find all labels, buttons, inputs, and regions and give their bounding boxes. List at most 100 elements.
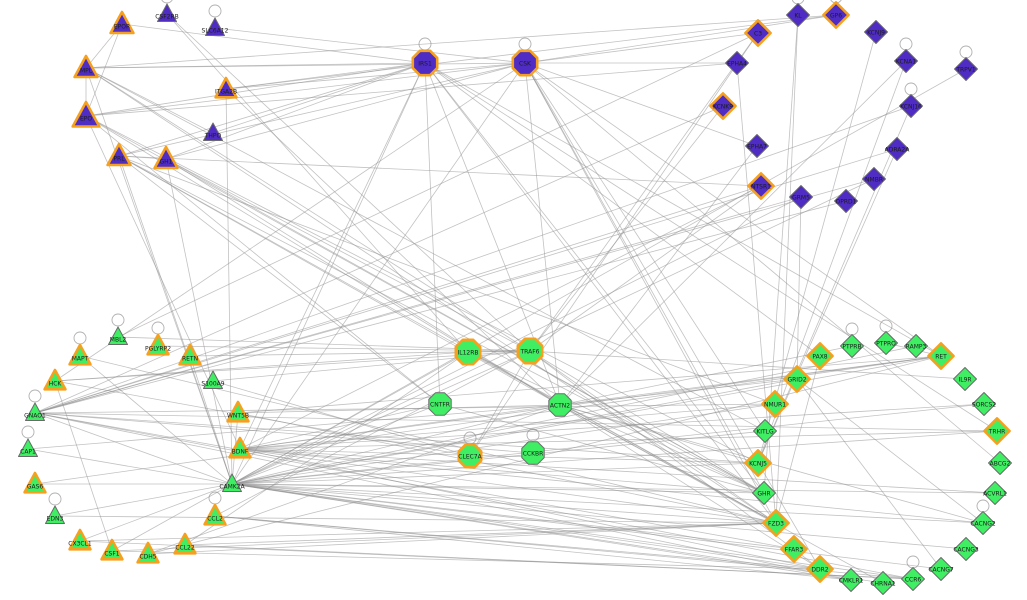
node-MBL2[interactable]: MBL2 xyxy=(108,326,128,345)
edge-IRS1-PAX8 xyxy=(424,62,821,357)
node-CLEC7A[interactable]: CLEC7A xyxy=(457,443,483,469)
node-CCKBR[interactable]: CCKBR xyxy=(521,441,545,465)
octagon-shape xyxy=(511,49,539,77)
diamond-shape xyxy=(864,20,888,44)
node-CAP1[interactable]: CAP1 xyxy=(18,438,38,457)
node-IRS1[interactable]: IRS1 xyxy=(411,49,439,77)
node-CSK[interactable]: CSK xyxy=(511,49,539,77)
node-NMBR[interactable]: NMBR xyxy=(862,167,886,191)
edge-GNAO1-CMKLR1 xyxy=(34,412,852,581)
node-WNT5B[interactable]: WNT5B xyxy=(226,400,250,423)
triangle-shape xyxy=(68,528,92,551)
triangle-shape xyxy=(23,471,47,494)
self-loop-KCNA1 xyxy=(899,37,913,51)
edge-WNT5B-RET xyxy=(237,355,942,414)
triangle-shape xyxy=(71,100,101,128)
octagon-shape xyxy=(428,392,452,416)
node-KCNJ16[interactable]: KCNJ16 xyxy=(899,94,923,118)
octagon-shape xyxy=(548,393,572,417)
node-NTSR1[interactable]: NTSR1 xyxy=(747,172,775,200)
node-GRM5[interactable]: GRM5 xyxy=(789,185,813,209)
edge-CAP1-CAMK2A xyxy=(27,448,233,485)
edge-ACTN2-GRID2 xyxy=(559,378,798,406)
edge-CSK-EPHA7 xyxy=(524,62,758,147)
node-CX3CL1[interactable]: CX3CL1 xyxy=(68,528,92,551)
node-KL[interactable]: KL xyxy=(786,3,810,27)
node-FZD3[interactable]: FZD3 xyxy=(762,509,790,537)
triangle-shape xyxy=(106,142,132,167)
edge-IRS1-CAMK2A xyxy=(231,62,426,485)
node-PTPRB[interactable]: PTPRB xyxy=(840,334,864,358)
node-CACNG2[interactable]: CACNG2 xyxy=(970,511,996,535)
edge-CAMK2A-CACNG3 xyxy=(231,483,967,550)
edge-CDH5-FZD3 xyxy=(147,522,777,555)
node-GRID2[interactable]: GRID2 xyxy=(783,365,811,393)
diamond-shape xyxy=(747,172,775,200)
node-ABCG2[interactable]: ABCG2 xyxy=(988,451,1012,475)
diamond-shape xyxy=(786,3,810,27)
diamond-shape xyxy=(839,568,863,592)
node-PTPRO[interactable]: PTPRO xyxy=(874,331,898,355)
node-CACNG3[interactable]: CACNG3 xyxy=(953,537,979,561)
diamond-shape xyxy=(709,92,737,120)
node-CCL2[interactable]: CCL2 xyxy=(203,503,227,526)
node-GHR[interactable]: GHR xyxy=(752,481,776,505)
edge-BDNF-GHR xyxy=(239,448,765,494)
node-RETN[interactable]: RETN xyxy=(178,343,202,366)
self-loop-KCNJ16 xyxy=(904,82,918,96)
node-MPL[interactable]: MPL xyxy=(73,54,99,79)
diamond-shape xyxy=(904,334,928,358)
edge-SLC6A12-CSK xyxy=(214,27,526,64)
node-MAPT[interactable]: MAPT xyxy=(68,343,92,366)
diamond-shape xyxy=(954,57,978,81)
node-HCK[interactable]: HCK xyxy=(43,368,67,391)
edge-BDNF-KCNJ5 xyxy=(239,448,759,464)
triangle-shape xyxy=(203,503,227,526)
node-CCR6[interactable]: CCR6 xyxy=(901,567,925,591)
triangle-shape xyxy=(173,532,197,555)
node-EPHA4[interactable]: EPHA4 xyxy=(725,51,749,75)
edge-MAPT-CAMK2A xyxy=(79,355,233,485)
node-EPOR[interactable]: EPOR xyxy=(109,10,135,35)
node-TRAF6[interactable]: TRAF6 xyxy=(516,337,544,365)
node-C3[interactable]: C3 xyxy=(744,19,772,47)
diamond-shape xyxy=(927,342,955,370)
node-KCNJ9[interactable]: KCNJ9 xyxy=(864,20,888,44)
triangle-shape xyxy=(68,343,92,366)
edge-EPHA4-FZD3 xyxy=(736,62,777,524)
edge-ACTN2-GHR xyxy=(559,404,765,494)
node-TRHR[interactable]: TRHR xyxy=(983,417,1011,445)
node-CNTFR[interactable]: CNTFR xyxy=(428,392,452,416)
node-CACNG7[interactable]: CACNG7 xyxy=(928,557,954,581)
node-SORCS2[interactable]: SORCS2 xyxy=(972,392,996,416)
node-CSF2RB[interactable]: CSF2RB xyxy=(155,3,179,22)
node-RAMP3[interactable]: RAMP3 xyxy=(904,334,928,358)
edge-IRS1-FZD3 xyxy=(424,62,777,524)
edge-ACTN2-KCNA1 xyxy=(559,60,907,406)
edge-MPL-CAMK2A xyxy=(85,67,233,485)
edge-MPL-FZD3 xyxy=(85,67,777,524)
node-IL12RB[interactable]: IL12RB xyxy=(454,338,482,366)
triangle-shape xyxy=(43,368,67,391)
diamond-shape xyxy=(901,567,925,591)
node-OPRD1[interactable]: OPRD1 xyxy=(834,189,858,213)
node-RET[interactable]: RET xyxy=(927,342,955,370)
node-IL9R[interactable]: IL9R xyxy=(953,367,977,391)
edge-THPO-IRS1 xyxy=(212,62,426,134)
node-EPHA7[interactable]: EPHA7 xyxy=(745,134,769,158)
edge-CAMK2A-NMBR xyxy=(231,178,875,485)
diamond-shape xyxy=(899,94,923,118)
edge-KL-GHR xyxy=(763,14,799,494)
node-GP6[interactable]: GP6 xyxy=(822,1,850,29)
node-TRPV1[interactable]: TRPV1 xyxy=(954,57,978,81)
node-ACTN2[interactable]: ACTN2 xyxy=(548,393,572,417)
node-GNAO1[interactable]: GNAO1 xyxy=(24,402,46,421)
node-SLC6A12[interactable]: SLC6A12 xyxy=(202,17,229,36)
triangle-shape xyxy=(205,17,225,36)
node-CDH5[interactable]: CDH5 xyxy=(136,541,160,564)
diamond-shape xyxy=(780,535,808,563)
edge-PRL-NTSR1 xyxy=(118,155,762,187)
node-ADRA2A[interactable]: ADRA2A xyxy=(885,137,911,161)
octagon-shape xyxy=(457,443,483,469)
